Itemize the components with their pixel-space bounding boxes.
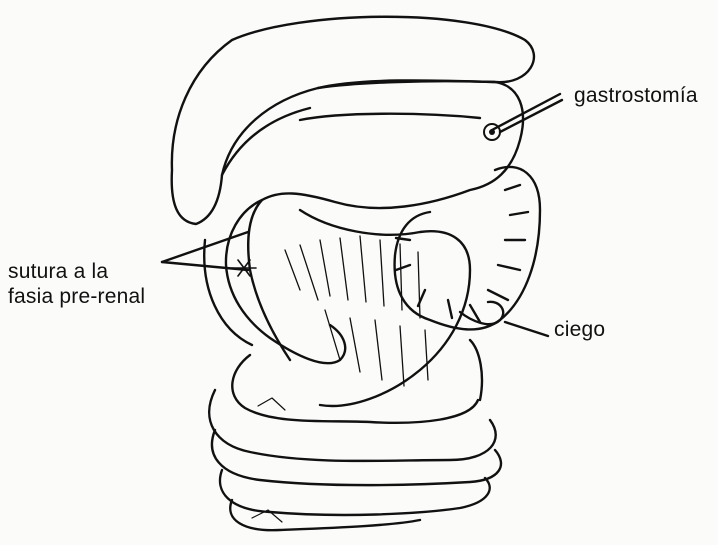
small-intestine-loop-1 — [232, 355, 478, 423]
label-suture-line-2: fasia pre-renal — [8, 285, 145, 308]
label-cecum: ciego — [554, 318, 605, 341]
liver-outline — [172, 17, 534, 224]
mesentery-hatching — [285, 236, 428, 386]
small-intestine-loop-4 — [220, 470, 490, 515]
cecum-pointer — [505, 322, 548, 336]
stomach-outline — [248, 80, 523, 360]
small-intestine-loop-3 — [212, 430, 501, 485]
small-intestine-loop-2 — [209, 390, 495, 461]
right-mass — [204, 240, 252, 345]
label-gastrostomy: gastrostomía — [574, 84, 698, 107]
cecum-line — [470, 340, 482, 400]
stomach-inner — [300, 114, 480, 120]
mesentery-outline — [300, 210, 470, 406]
gastrostomy-tube — [492, 94, 562, 132]
label-suture-line-1: sutura a la — [8, 260, 108, 283]
suture-mark — [232, 260, 256, 276]
